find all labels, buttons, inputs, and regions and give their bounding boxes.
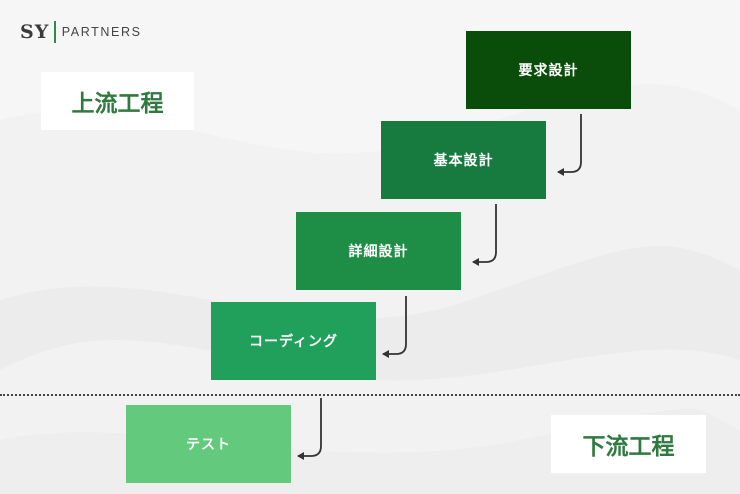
lower-process-label: 下流工程 [551, 415, 706, 473]
logo: SY PARTNERS [20, 18, 142, 46]
step-basic-design: 基本設計 [381, 121, 546, 199]
arrow-3 [382, 296, 407, 358]
logo-divider [54, 21, 56, 43]
arrow-4 [297, 398, 322, 460]
step-requirements: 要求設計 [466, 31, 631, 109]
arrow-2 [472, 204, 497, 266]
upper-process-label: 上流工程 [41, 72, 194, 130]
logo-mark: SY [20, 21, 50, 43]
step-detailed-design: 詳細設計 [296, 212, 461, 290]
step-testing: テスト [126, 405, 291, 483]
phase-divider [0, 394, 740, 396]
step-coding: コーディング [211, 302, 376, 380]
arrow-1 [557, 114, 582, 176]
logo-name: PARTNERS [61, 25, 142, 39]
